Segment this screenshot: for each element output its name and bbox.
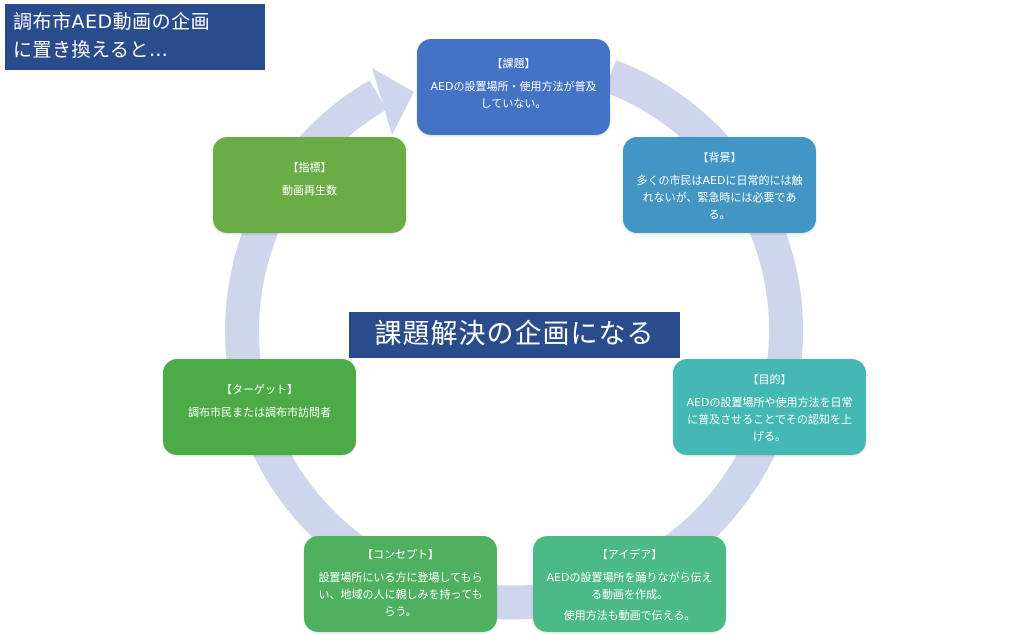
node-target-heading: 【ターゲット】	[221, 383, 298, 396]
node-concept: 【コンセプト】 設置場所にいる方に登場してもらい、地域の人に親しみを持ってもらう…	[304, 536, 497, 632]
page-title: 調布市AED動画の企画 に置き換えると…	[5, 4, 265, 70]
node-background-heading: 【背景】	[697, 151, 742, 164]
node-issue-body: AEDの設置場所・使用方法が普及していない。	[430, 80, 597, 110]
node-indicator-body: 動画再生数	[282, 184, 337, 197]
node-idea-body: AEDの設置場所を踊りながら伝える動画を作成。	[546, 571, 713, 601]
title-line-1: 調布市AED動画の企画	[13, 11, 211, 33]
title-line-2: に置き換えると…	[13, 39, 169, 61]
node-objective-body: AEDの設置場所や使用方法を日常に普及させることでその認知を上げる。	[686, 396, 853, 443]
node-indicator-heading: 【指標】	[287, 161, 332, 174]
node-background: 【背景】 多くの市民はAEDに日常的には触れないが、緊急時には必要である。	[623, 137, 816, 233]
node-background-body: 多くの市民はAEDに日常的には触れないが、緊急時には必要である。	[636, 174, 803, 221]
node-idea-sub: 使用方法も動画で伝える。	[563, 609, 696, 622]
node-objective-heading: 【目的】	[747, 373, 792, 386]
node-concept-body: 設置場所にいる方に登場してもらい、地域の人に親しみを持ってもらう。	[318, 571, 483, 618]
node-indicator: 【指標】 動画再生数	[213, 137, 406, 233]
node-target-body: 調布市民または調布市訪問者	[188, 406, 331, 419]
cycle-arrow-head	[372, 68, 414, 135]
node-concept-heading: 【コンセプト】	[362, 548, 439, 561]
node-objective: 【目的】 AEDの設置場所や使用方法を日常に普及させることでその認知を上げる。	[673, 359, 866, 455]
node-issue-heading: 【課題】	[491, 57, 536, 70]
node-issue: 【課題】 AEDの設置場所・使用方法が普及していない。	[417, 39, 610, 135]
node-idea-heading: 【アイデア】	[596, 548, 663, 561]
node-idea: 【アイデア】 AEDの設置場所を踊りながら伝える動画を作成。 使用方法も動画で伝…	[533, 536, 726, 632]
node-target: 【ターゲット】 調布市民または調布市訪問者	[163, 359, 356, 455]
center-banner: 課題解決の企画になる	[349, 312, 680, 358]
